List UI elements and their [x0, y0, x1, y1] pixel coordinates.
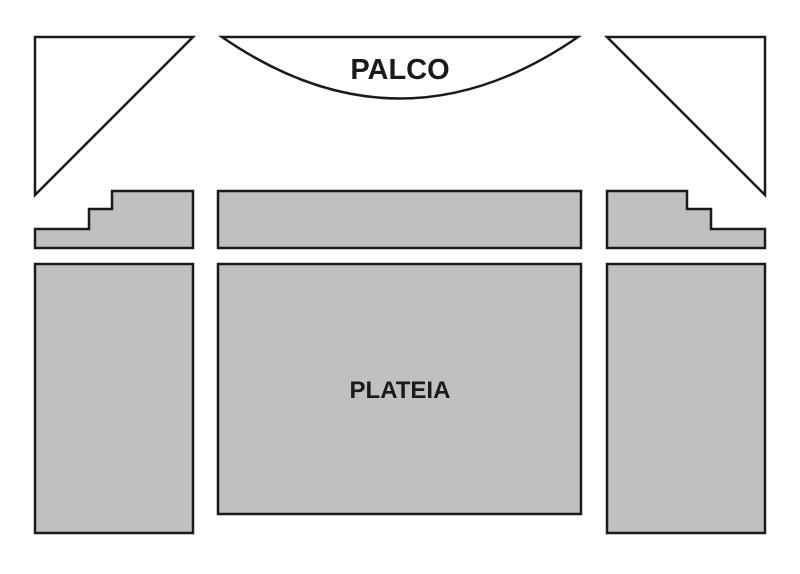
section-center-upper[interactable] — [216, 189, 583, 250]
section-left-stepped[interactable] — [33, 189, 195, 250]
box-top-right[interactable] — [603, 35, 767, 199]
orchestra-label: PLATEIA — [350, 377, 451, 404]
orchestra-area[interactable] — [216, 262, 583, 516]
box-top-left[interactable] — [33, 35, 197, 199]
section-left-lower[interactable] — [33, 262, 195, 535]
section-right-stepped[interactable] — [605, 189, 767, 250]
stage-area[interactable] — [217, 35, 583, 100]
stage-label: PALCO — [350, 54, 449, 86]
section-right-lower[interactable] — [605, 262, 767, 535]
